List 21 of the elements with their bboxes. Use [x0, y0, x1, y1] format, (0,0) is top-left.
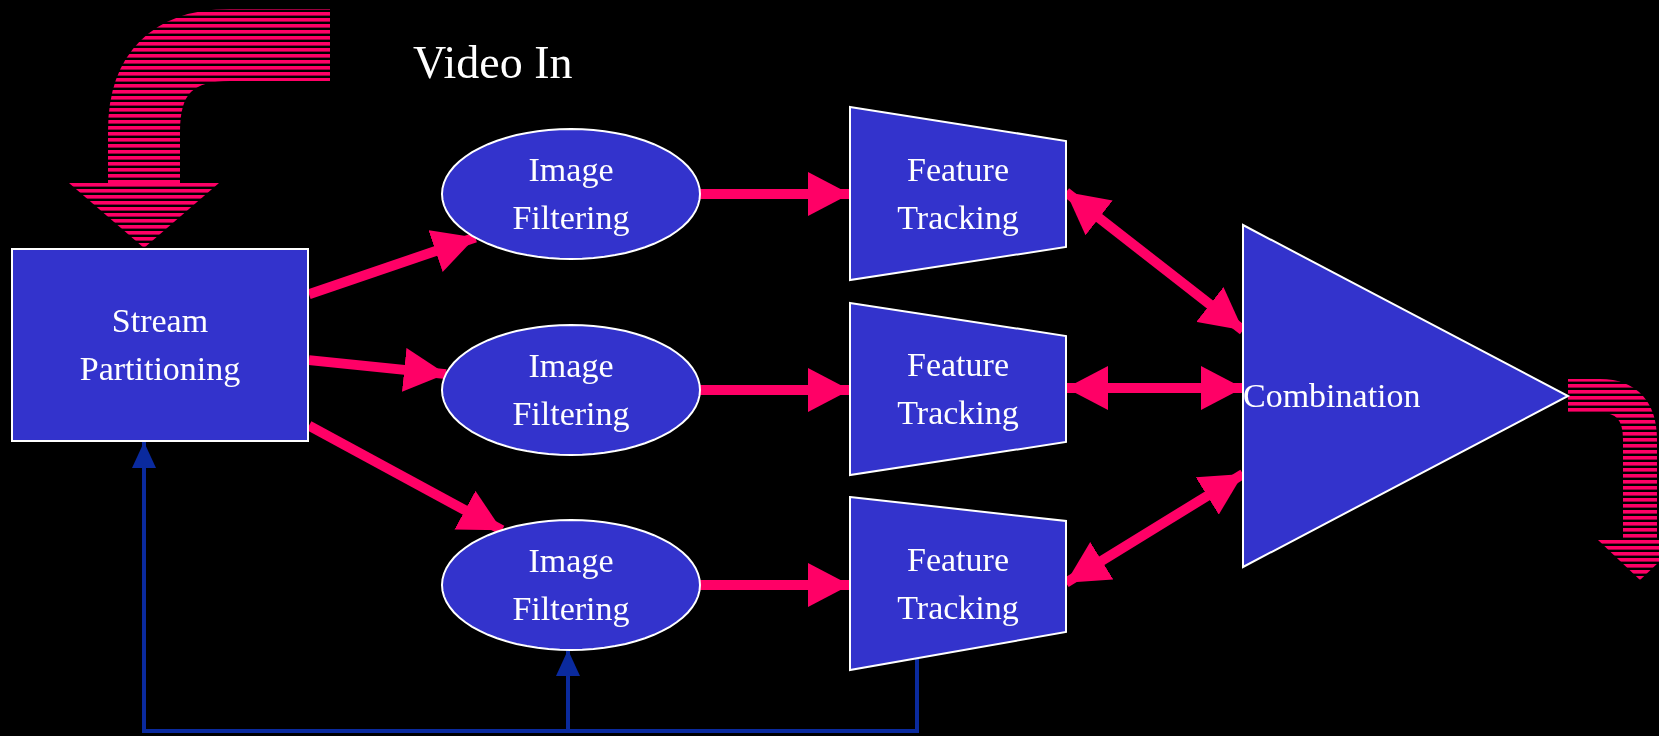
arrow	[700, 172, 850, 216]
tracking-trapezoid	[850, 497, 1066, 670]
node-label: Image Filtering	[511, 150, 631, 238]
node-label: Combination	[1243, 376, 1421, 416]
node-label: Stream Partitioning	[78, 301, 242, 389]
combination-triangle	[1243, 225, 1568, 567]
arrow	[308, 347, 447, 392]
node-label: Feature Tracking	[896, 149, 1020, 238]
node-label: Image Filtering	[511, 346, 631, 434]
tracking-trapezoid	[850, 107, 1066, 280]
process-box	[11, 248, 309, 442]
input-label: Video In	[413, 36, 573, 89]
arrow	[1066, 366, 1243, 410]
node-label: Feature Tracking	[896, 345, 1020, 433]
feedback-arrow	[556, 649, 919, 733]
node-label: Feature Tracking	[896, 539, 1020, 628]
striped-arrow	[69, 9, 330, 248]
arrow	[700, 368, 850, 412]
arrow	[700, 563, 850, 607]
tracking-trapezoid	[850, 303, 1066, 475]
node-label: Image Filtering	[511, 541, 631, 629]
